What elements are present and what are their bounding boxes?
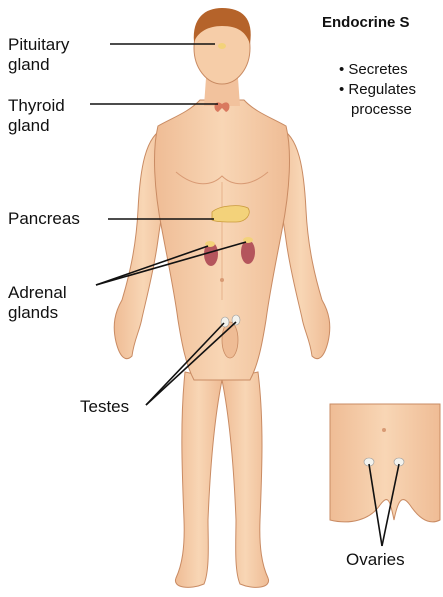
sidebar-title: Endocrine S xyxy=(322,14,410,31)
human-body-figure xyxy=(114,8,330,587)
label-pituitary-gland: Pituitary gland xyxy=(8,35,69,75)
pituitary-gland xyxy=(218,43,226,49)
navel xyxy=(220,278,224,282)
label-testes: Testes xyxy=(80,397,129,417)
label-adrenal-glands: Adrenal glands xyxy=(8,283,67,323)
label-ovaries: Ovaries xyxy=(346,550,405,570)
sidebar-bullet-2-cont: processe xyxy=(351,100,412,119)
sidebar-bullet-1: • Secretes xyxy=(339,60,408,79)
left-leg xyxy=(175,372,222,587)
label-thyroid-gland: Thyroid gland xyxy=(8,96,65,136)
sidebar-bullet-2: • Regulates xyxy=(339,80,416,99)
female-pelvis-inset xyxy=(330,404,440,522)
right-leg xyxy=(222,372,269,587)
inset-navel xyxy=(382,428,386,432)
inset-skin xyxy=(330,404,440,522)
label-pancreas: Pancreas xyxy=(8,209,80,229)
